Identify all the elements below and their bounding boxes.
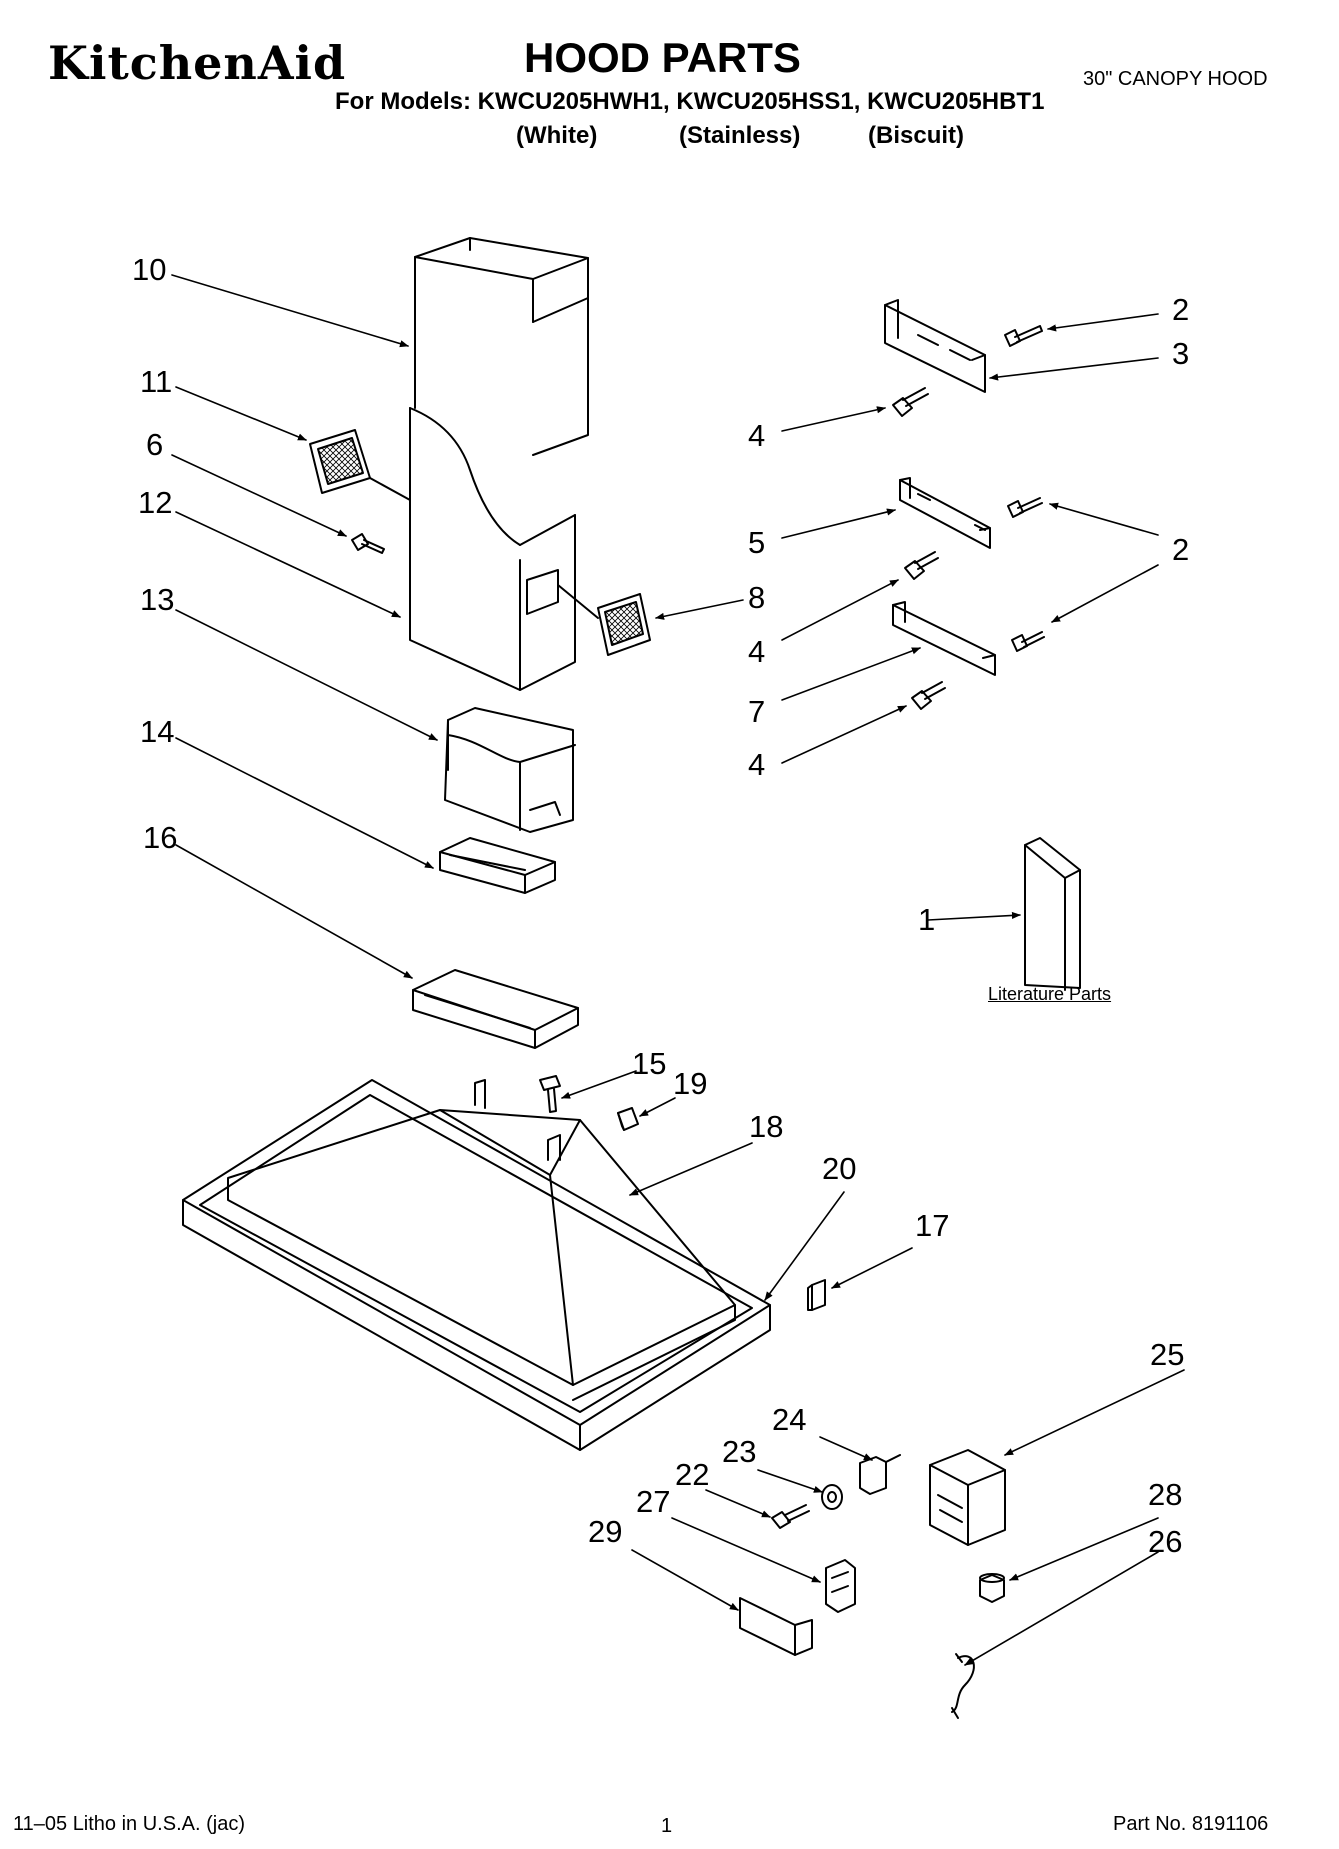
callout-12: 12 [138, 485, 172, 520]
callout-4c: 4 [748, 747, 765, 782]
callout-4a: 4 [748, 418, 765, 453]
filter-16 [412, 969, 579, 1049]
canopy-hood-18 [182, 1079, 771, 1451]
callout-2b: 2 [1172, 532, 1189, 567]
callout-24: 24 [772, 1402, 806, 1437]
screw-4c [911, 681, 946, 710]
callout-13: 13 [140, 582, 174, 617]
callout-10: 10 [132, 252, 166, 287]
callout-2a: 2 [1172, 292, 1189, 327]
callout-3: 3 [1172, 336, 1189, 371]
callout-23: 23 [722, 1434, 756, 1469]
screw-4b [904, 551, 939, 580]
connector-17 [807, 1279, 826, 1311]
callout-14: 14 [140, 714, 174, 749]
wire-26 [951, 1653, 975, 1719]
callout-20: 20 [822, 1151, 856, 1186]
screw-6 [351, 533, 385, 554]
callout-29: 29 [588, 1514, 622, 1549]
callout-6: 6 [146, 427, 163, 462]
lower-chimney [409, 407, 576, 691]
color-biscuit: (Biscuit) [868, 122, 964, 149]
callout-22: 22 [675, 1457, 709, 1492]
callout-11: 11 [140, 364, 172, 399]
footer-litho: 11–05 Litho in U.S.A. (jac) [13, 1813, 245, 1835]
callout-27: 27 [636, 1484, 670, 1519]
callout-1: 1 [918, 902, 935, 937]
callout-28: 28 [1148, 1477, 1182, 1512]
callout-25: 25 [1150, 1337, 1184, 1372]
screw-4a [892, 387, 929, 417]
callout-8: 8 [748, 580, 765, 615]
screw-2-top [1004, 325, 1043, 347]
callout-18: 18 [749, 1109, 783, 1144]
footer-part-number: Part No. 8191106 [1113, 1813, 1269, 1835]
bracket-3 [884, 299, 986, 393]
literature-parts-1 [1024, 837, 1081, 991]
hood-type: 30" CANOPY HOOD [1083, 68, 1268, 90]
callout-17: 17 [915, 1208, 949, 1243]
transition-13 [444, 707, 576, 833]
bracket-7 [892, 601, 996, 676]
screw-2-low [1011, 631, 1045, 652]
grille-8 [557, 584, 651, 656]
leader-lines [171, 274, 1185, 1666]
switch-27 [825, 1559, 856, 1613]
screw-22 [771, 1504, 810, 1529]
bracket-24 [859, 1454, 901, 1495]
callout-26: 26 [1148, 1524, 1182, 1559]
callout-5: 5 [748, 525, 765, 560]
color-white: (White) [516, 122, 598, 149]
panel-29 [739, 1597, 813, 1656]
callout-15: 15 [632, 1046, 666, 1081]
color-stainless: (Stainless) [679, 122, 801, 149]
screw-15 [539, 1075, 561, 1113]
model-list: For Models: KWCU205HWH1, KWCU205HSS1, KW… [335, 88, 1045, 115]
bracket-5 [899, 477, 991, 549]
page-title: HOOD PARTS [524, 34, 801, 81]
clip-19 [617, 1107, 639, 1131]
literature-parts-label: Literature Parts [988, 984, 1112, 1004]
callout-7: 7 [748, 694, 765, 729]
footer-page-number: 1 [661, 1815, 673, 1837]
knob-28 [979, 1573, 1005, 1603]
callout-4b: 4 [748, 634, 765, 669]
brand-logo: KitchenAid [48, 36, 347, 90]
screw-2-mid [1007, 497, 1043, 518]
switch-housing-25 [929, 1449, 1006, 1546]
upper-chimney [414, 237, 589, 456]
grille-11 [309, 429, 411, 501]
washer-23 [821, 1484, 843, 1510]
callout-numbers: 10 11 6 12 13 14 16 2 3 4 5 2 8 4 7 4 1 … [132, 252, 1189, 1559]
callout-16: 16 [143, 820, 177, 855]
damper-14 [439, 837, 556, 894]
callout-19: 19 [673, 1066, 707, 1101]
